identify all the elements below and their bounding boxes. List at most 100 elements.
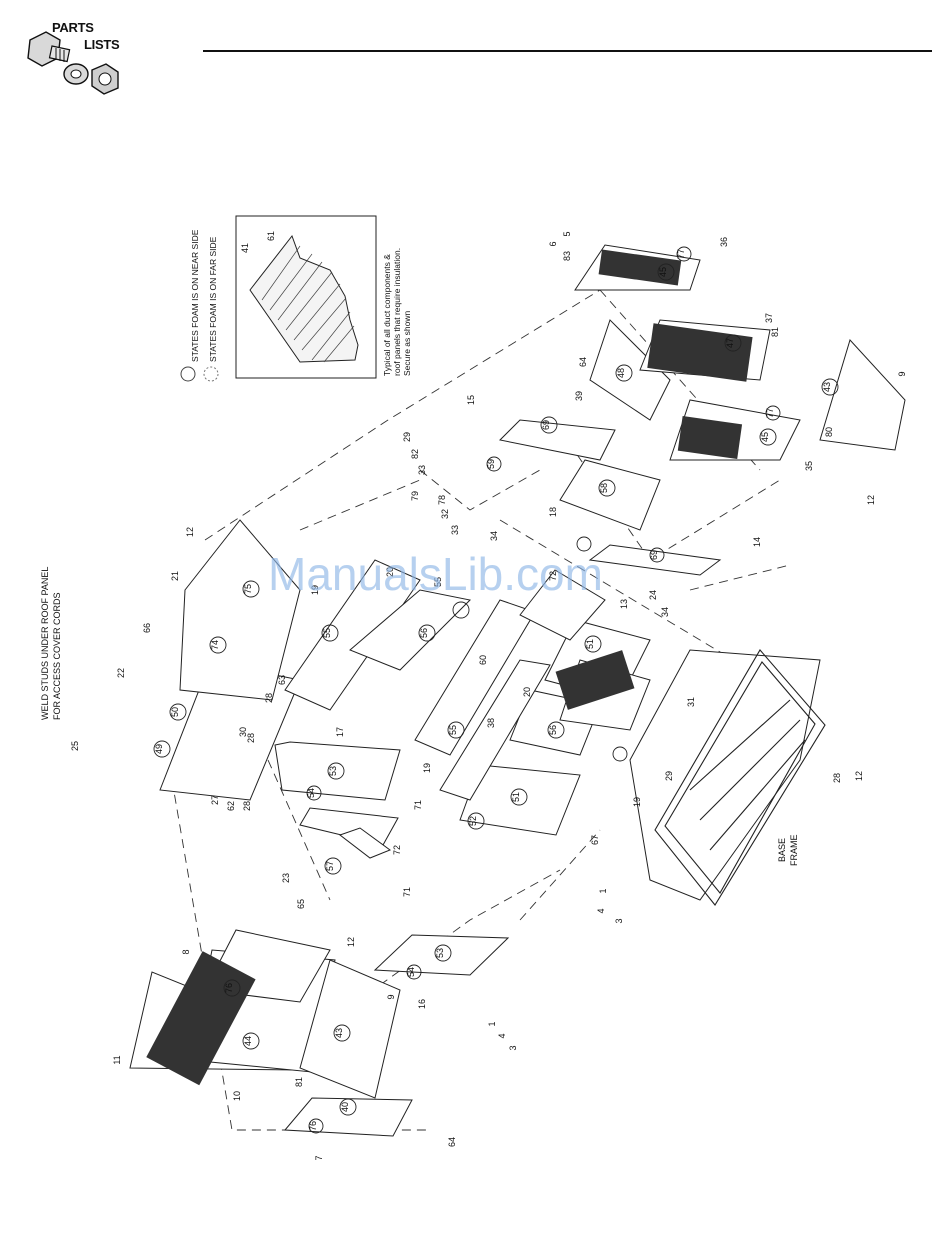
part-number-label: 3 bbox=[508, 1045, 518, 1050]
part-number-label: 16 bbox=[417, 999, 427, 1009]
louver-grilles bbox=[146, 249, 753, 1086]
part-number-label: 76 bbox=[224, 983, 234, 993]
part-number-label: 72 bbox=[392, 845, 402, 855]
part-number-label: 31 bbox=[686, 697, 696, 707]
part-number-label: 12 bbox=[346, 937, 356, 947]
bolt-washer-nut-icon bbox=[27, 31, 119, 95]
part-number-label: 33 bbox=[450, 525, 460, 535]
part-number-label: 54 bbox=[306, 788, 316, 798]
part-number-label: 1 bbox=[598, 888, 608, 893]
part-number-label: 80 bbox=[824, 427, 834, 437]
part-number-label: 44 bbox=[243, 1036, 253, 1046]
part-number-label: 32 bbox=[440, 509, 450, 519]
part-number-label: 47 bbox=[725, 338, 735, 348]
part-number-label: 40 bbox=[340, 1102, 350, 1112]
part-number-label: 5 bbox=[562, 231, 572, 236]
part-number-label: 41 bbox=[240, 243, 250, 253]
part-number-label: 28 bbox=[264, 693, 274, 703]
part-number-label: 20 bbox=[385, 567, 395, 577]
part-number-label: 19 bbox=[310, 585, 320, 595]
part-number-label: 55 bbox=[322, 628, 332, 638]
legend-texts: STATES FOAM IS ON NEAR SIDE STATES FOAM … bbox=[190, 229, 218, 362]
part-number-label: 81 bbox=[294, 1077, 304, 1087]
part-number-label: 19 bbox=[632, 797, 642, 807]
part-number-label: 10 bbox=[232, 1091, 242, 1101]
weld-note-line1: WELD STUDS UNDER ROOF PANEL bbox=[40, 567, 50, 720]
part-number-label: 79 bbox=[410, 491, 420, 501]
part-number-label: 30 bbox=[238, 727, 248, 737]
panel-shapes bbox=[129, 244, 906, 1137]
part-number-label: 8 bbox=[181, 949, 191, 954]
part-number-label: 27 bbox=[210, 795, 220, 805]
part-number-label: 22 bbox=[116, 668, 126, 678]
part-number-label: 67 bbox=[590, 835, 600, 845]
part-number-label: 29 bbox=[664, 771, 674, 781]
part-number-label: 18 bbox=[548, 507, 558, 517]
legend-near-side: STATES FOAM IS ON NEAR SIDE bbox=[190, 229, 200, 362]
part-number-label: 9 bbox=[897, 371, 907, 376]
part-number-label: 37 bbox=[764, 313, 774, 323]
part-number-label: 33 bbox=[417, 465, 427, 475]
part-number-label: 21 bbox=[170, 571, 180, 581]
part-number-label: 12 bbox=[866, 495, 876, 505]
part-number-label: 76 bbox=[308, 1121, 318, 1131]
part-number-label: 12 bbox=[185, 527, 195, 537]
inset-note-line1: Typical of all duct components & bbox=[382, 254, 392, 376]
part-number-label: 4 bbox=[596, 908, 606, 913]
part-number-label: 43 bbox=[822, 382, 832, 392]
part-number-label: 19 bbox=[422, 763, 432, 773]
legend-far-side: STATES FOAM IS ON FAR SIDE bbox=[208, 236, 218, 362]
part-number-label: 28 bbox=[246, 733, 256, 743]
page-header: PARTS LISTS bbox=[0, 0, 950, 110]
part-number-label: 78 bbox=[437, 495, 447, 505]
part-number-label: 64 bbox=[578, 357, 588, 367]
part-number-label: 53 bbox=[328, 766, 338, 776]
logo-text-parts: PARTS bbox=[52, 20, 94, 35]
header-rule bbox=[203, 50, 932, 52]
part-number-label: 66 bbox=[142, 623, 152, 633]
part-number-label: 83 bbox=[562, 251, 572, 261]
part-number-label: 65 bbox=[296, 899, 306, 909]
part-number-label: 45 bbox=[760, 432, 770, 442]
part-number-label: 49 bbox=[154, 744, 164, 754]
part-number-label: 81 bbox=[770, 327, 780, 337]
part-number-label: 62 bbox=[226, 801, 236, 811]
inset-note: Typical of all duct components & roof pa… bbox=[382, 248, 412, 376]
part-number-label: 14 bbox=[752, 537, 762, 547]
part-number-label: 23 bbox=[281, 873, 291, 883]
base-frame-line1: BASE bbox=[777, 838, 787, 862]
part-number-label: 71 bbox=[413, 800, 423, 810]
inset-note-line2: roof panels that require insulation. bbox=[392, 248, 402, 376]
callout-bubbles bbox=[153, 246, 839, 1134]
legend-symbols bbox=[180, 366, 219, 382]
part-number-label: 54 bbox=[406, 967, 416, 977]
part-number-label: 34 bbox=[489, 531, 499, 541]
part-number-label: 71 bbox=[402, 887, 412, 897]
part-number-label: 61 bbox=[266, 231, 276, 241]
part-number-label: 55 bbox=[448, 725, 458, 735]
part-number-label: 75 bbox=[243, 584, 253, 594]
part-number-label: 77 bbox=[765, 408, 775, 418]
part-number-label: 28 bbox=[832, 773, 842, 783]
part-number-label: 36 bbox=[719, 237, 729, 247]
part-number-label: 17 bbox=[335, 727, 345, 737]
part-number-label: 74 bbox=[210, 640, 220, 650]
weld-note: WELD STUDS UNDER ROOF PANEL FOR ACCESS C… bbox=[40, 567, 62, 720]
part-number-label: 55 bbox=[433, 577, 443, 587]
part-number-label: 28 bbox=[242, 801, 252, 811]
part-number-label: 64 bbox=[447, 1137, 457, 1147]
part-number-label: 59 bbox=[486, 459, 496, 469]
part-number-label: 77 bbox=[676, 249, 686, 259]
part-number-label: 60 bbox=[478, 655, 488, 665]
base-frame-line2: FRAME bbox=[789, 835, 799, 867]
part-number-label: 7 bbox=[314, 1155, 324, 1160]
part-number-label: 3 bbox=[614, 918, 624, 923]
watermark: ManualsLib.com bbox=[268, 548, 603, 600]
part-number-label: 6 bbox=[548, 241, 558, 246]
part-number-label: 15 bbox=[466, 395, 476, 405]
part-number-label: 51 bbox=[511, 792, 521, 802]
part-number-label: 57 bbox=[325, 861, 335, 871]
part-number-label: 82 bbox=[410, 449, 420, 459]
part-number-label: 29 bbox=[402, 432, 412, 442]
